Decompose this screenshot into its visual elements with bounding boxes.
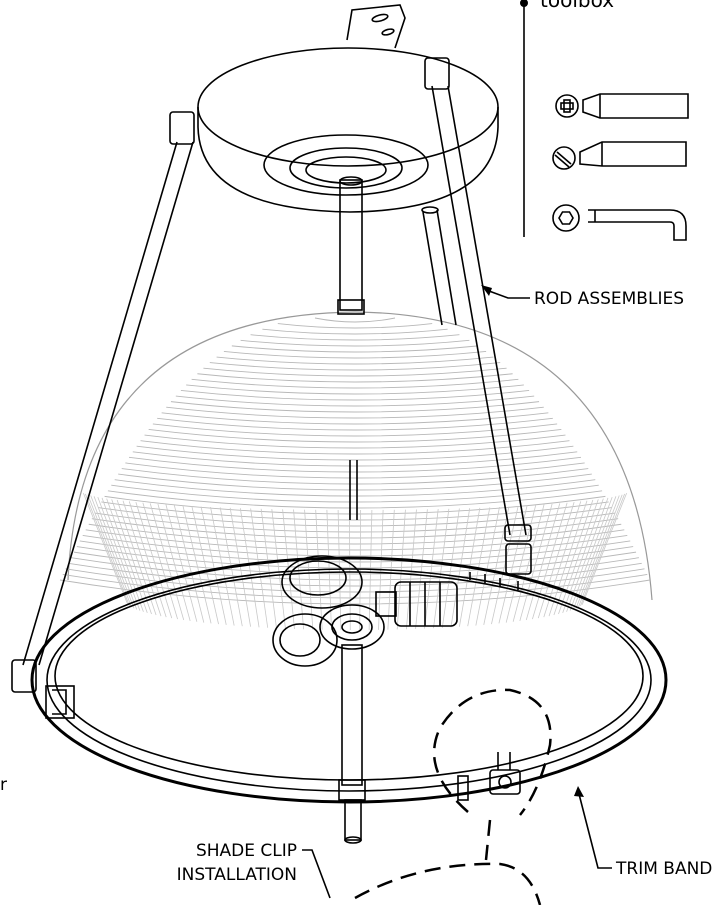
socket-cluster [272,555,458,844]
callout-trim-band: TRIM BAND [574,786,712,879]
rod-assembly-left [11,111,195,693]
shade-clip-label-line2: INSTALLATION [177,865,297,885]
rod-assemblies-label: ROD ASSEMBLIES [534,289,684,309]
phillips-screwdriver-icon [555,93,689,119]
flathead-screwdriver-icon [552,141,687,170]
trim-band [30,556,668,804]
toolbox-panel: toolbox [520,0,689,241]
shade-clip-label-line1: SHADE CLIP [196,841,297,861]
callout-rod-assemblies: ROD ASSEMBLIES [481,285,684,309]
prismatic-shade [59,311,653,630]
hex-key-icon [552,204,687,241]
callout-shade-clip: SHADE CLIP INSTALLATION [177,841,331,899]
edge-label-fragment: r [0,775,7,795]
ceiling-canopy [197,4,499,213]
rod-assembly-back [421,206,457,326]
rod-assembly-right [424,57,532,575]
shade-clip-detail [354,688,552,905]
trim-band-label: TRIM BAND [615,859,712,879]
center-stem [337,176,365,520]
toolbox-label: toolbox [540,0,614,12]
